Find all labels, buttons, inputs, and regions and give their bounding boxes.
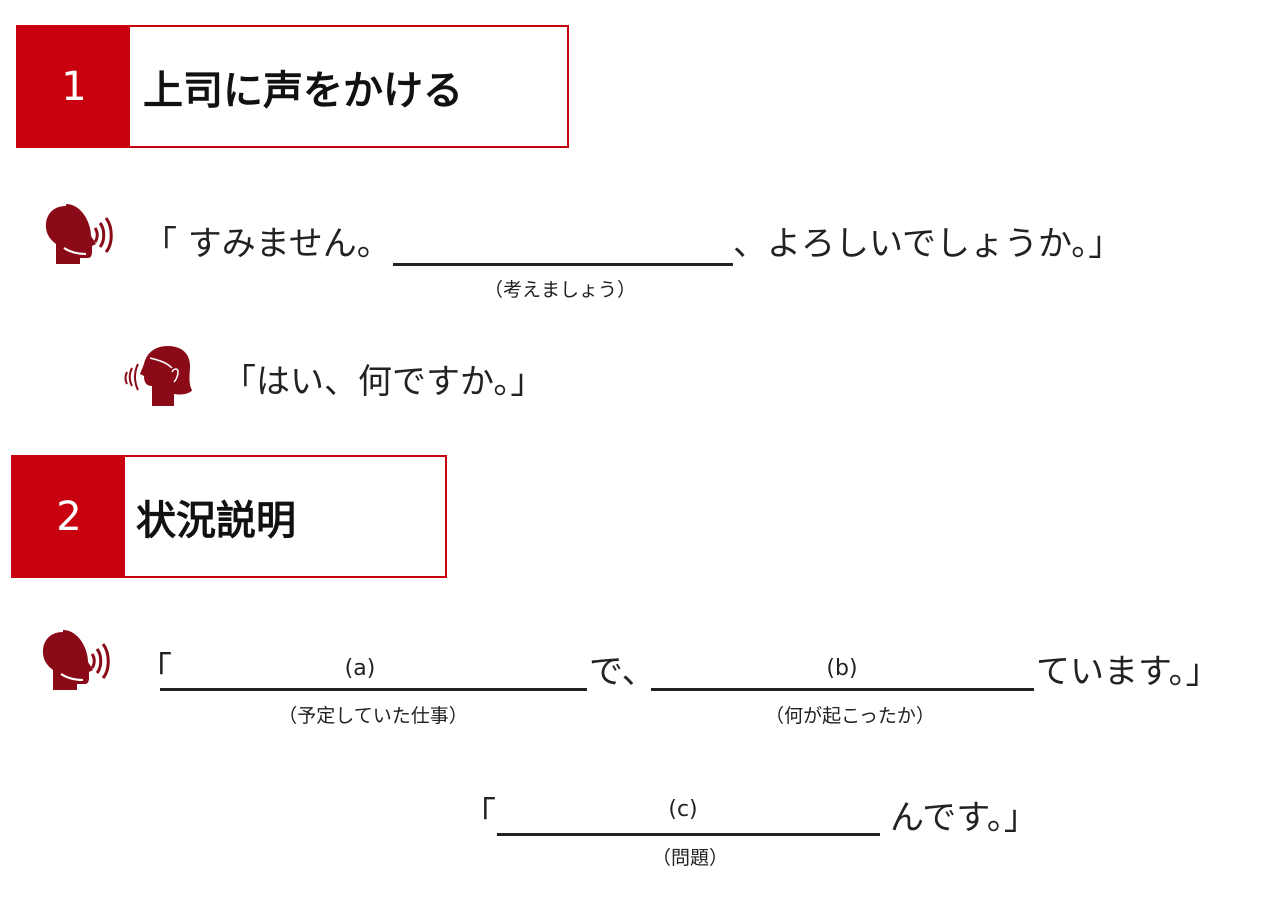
blank-a[interactable] [160,688,587,691]
s2-line1-mid: で、 [589,652,656,692]
hint-c: （問題） [651,847,729,869]
section-1-header: 1 上司に声をかける [16,25,569,148]
blank-line-1[interactable] [393,263,733,266]
line1-open: 「 すみません。 [143,224,391,264]
s2-line1-close: ています。」 [1036,652,1220,692]
line1-close: 、よろしいでしょうか。」 [733,224,1123,264]
hint-b: （何が起こったか） [765,705,935,727]
male-speaking-icon [42,630,110,690]
blank-c[interactable] [497,833,880,836]
label-a: (a) [344,656,376,681]
section-number: 1 [18,27,130,146]
blank-b[interactable] [651,688,1034,691]
section-title: 上司に声をかける [143,67,463,114]
label-c: (c) [668,797,698,822]
hint-think: （考えましょう） [483,279,637,301]
male-speaking-icon [45,204,113,264]
section-2-header: 2 状況説明 [11,455,447,578]
section-title: 状況説明 [136,497,296,544]
s2-line1-open: 「 [138,650,172,690]
label-b: (b) [826,656,858,681]
section-number: 2 [13,457,125,576]
line2-reply: 「はい、何ですか。」 [222,362,545,402]
hint-a: （予定していた仕事） [278,705,468,727]
s2-line2-open: 「 [462,795,496,835]
s2-line2-close: んです。」 [890,798,1038,838]
female-speaking-icon [124,346,192,406]
